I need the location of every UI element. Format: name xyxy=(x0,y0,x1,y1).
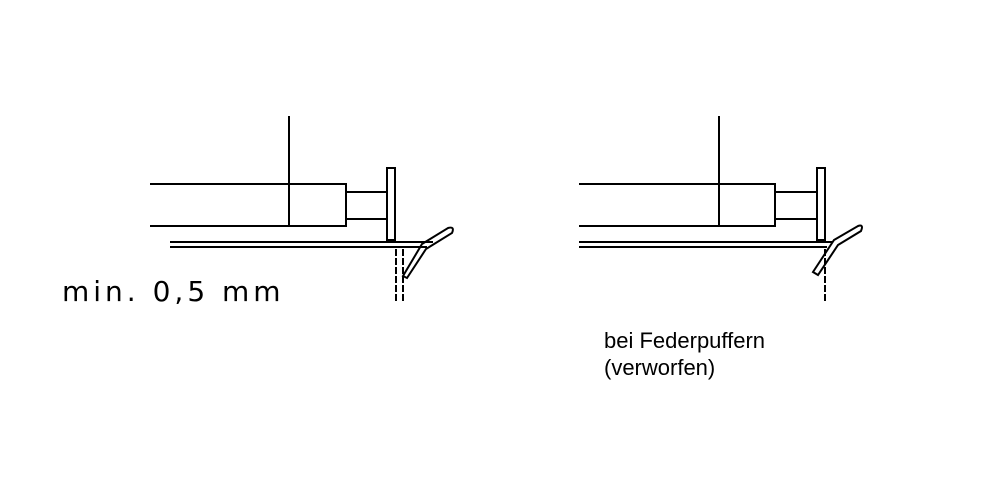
left-coupling-hook xyxy=(401,226,454,280)
spring-buffer-note: bei Federpuffern (verworfen) xyxy=(604,327,765,381)
right-buffer-plate xyxy=(816,167,826,241)
right-coupling-hook xyxy=(811,224,863,277)
right-buffer-assembly xyxy=(579,116,863,305)
spring-buffer-note-line-2: (verworfen) xyxy=(604,355,716,380)
spring-buffer-note-line-1: bei Federpuffern xyxy=(604,328,766,353)
clearance-label: min. 0,5 mm xyxy=(62,275,285,308)
left-buffer-assembly xyxy=(150,116,454,305)
left-buffer-plate xyxy=(386,167,396,241)
